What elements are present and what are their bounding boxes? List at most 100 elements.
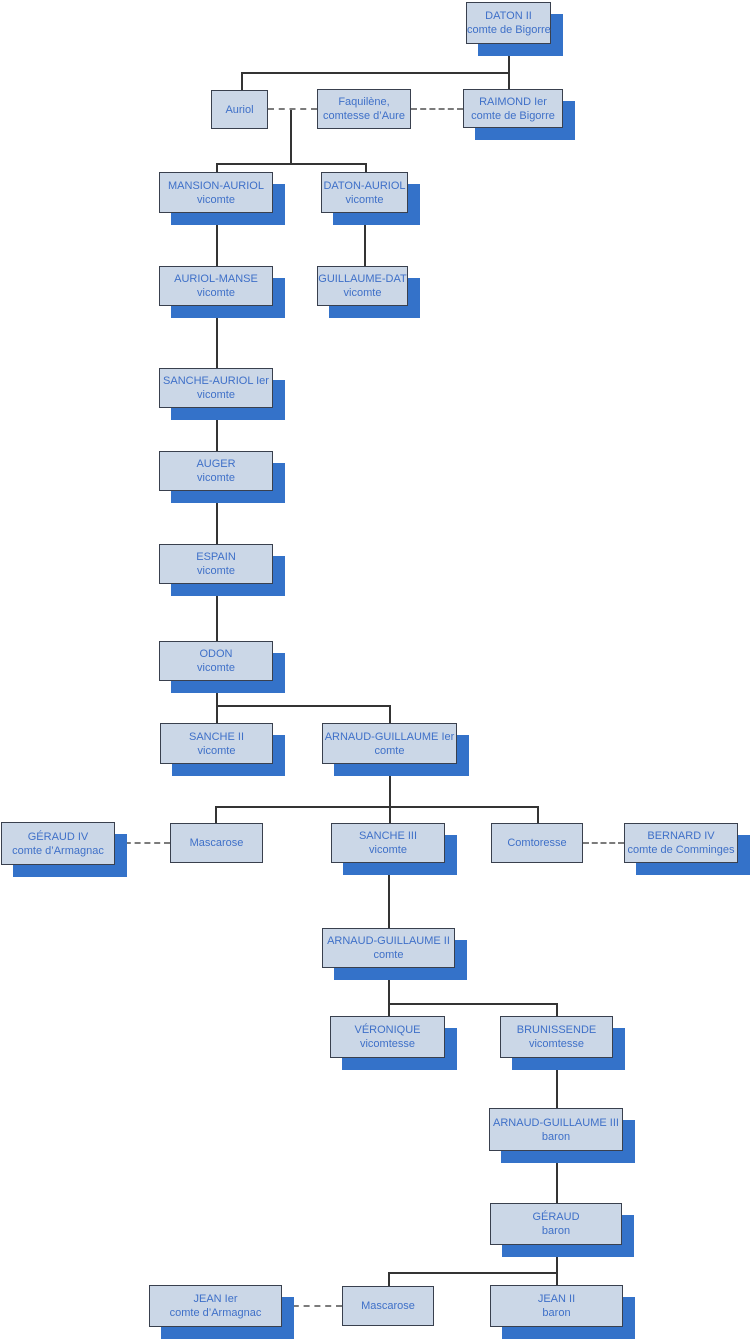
person-name: ARNAUD-GUILLAUME III [493, 1116, 619, 1129]
connector-line-vertical [290, 109, 292, 163]
person-name: Mascarose [361, 1300, 415, 1312]
person-name: SANCHE III [358, 830, 418, 842]
person-name: BRUNISSENDE [516, 1024, 597, 1036]
person-title: vicomte [369, 844, 407, 856]
connector-line-horizontal [215, 806, 537, 808]
tree-node-faquilene: Faquilène, comtesse d’Aure [317, 89, 411, 129]
connector-line-vertical [216, 163, 218, 172]
person-name: JEAN II [537, 1293, 576, 1305]
person-name: MANSION-AURIOL [168, 179, 264, 192]
person-name: ARNAUD-GUILLAUME II [327, 935, 450, 947]
tree-node-daton-ii: DATON II comte de Bigorre [466, 2, 551, 44]
person-name: ARNAUD-GUILLAUME Ier [324, 730, 455, 743]
tree-node-mascarose-2: Mascarose [342, 1286, 434, 1326]
person-name: GUILLAUME-DAT [318, 273, 407, 285]
person-name: Faquilène, [338, 96, 390, 108]
person-title: comte d’Armagnac [12, 844, 104, 857]
connector-line-vertical [216, 408, 218, 451]
person-title: comte de Bigorre [467, 24, 551, 36]
person-title: comte de Bigorre [471, 109, 555, 122]
person-title: vicomte [197, 389, 235, 401]
person-title: vicomte [197, 193, 235, 206]
connector-line-horizontal [388, 1272, 556, 1274]
person-name: Auriol [225, 103, 254, 116]
tree-node-veronique: VÉRONIQUE vicomtesse [330, 1016, 445, 1058]
tree-node-odon: ODON vicomte [159, 641, 273, 681]
tree-node-brunissende: BRUNISSENDE vicomtesse [500, 1016, 613, 1058]
connector-line-vertical [365, 163, 367, 172]
person-name: Comtoresse [507, 837, 567, 849]
person-name: Mascarose [189, 837, 244, 849]
person-title: vicomte [343, 287, 382, 299]
person-title: baron [541, 1130, 571, 1143]
connector-line-vertical [216, 491, 218, 544]
tree-node-espain: ESPAIN vicomte [159, 544, 273, 584]
tree-node-jean-ii: JEAN II baron [490, 1285, 623, 1327]
person-title: vicomtesse [359, 1038, 416, 1050]
person-name: RAIMOND Ier [479, 95, 547, 108]
person-name: GÉRAUD [532, 1211, 580, 1223]
tree-node-auriol: Auriol [211, 90, 268, 129]
marriage-dashed-line [411, 108, 463, 110]
connector-line-vertical [241, 72, 243, 90]
person-title: vicomte [197, 662, 235, 674]
person-title: comte [374, 744, 405, 757]
marriage-dashed-line [268, 108, 317, 110]
tree-node-arnaud-guillaume-ii: ARNAUD-GUILLAUME II comte [322, 928, 455, 968]
person-name: BERNARD IV [647, 830, 715, 842]
person-title: comte de Comminges [627, 844, 735, 856]
tree-node-mascarose-1: Mascarose [170, 823, 263, 863]
connector-line-vertical [216, 213, 218, 266]
connector-line-vertical [216, 681, 218, 723]
person-title: comtesse d’Aure [323, 110, 405, 122]
person-title: comte [373, 949, 404, 961]
connector-line-vertical [216, 584, 218, 641]
person-title: vicomte [197, 565, 235, 577]
tree-node-sanche-iii: SANCHE III vicomte [331, 823, 445, 863]
connector-line-horizontal [388, 1003, 556, 1005]
person-name: AURIOL-MANSE [174, 273, 258, 285]
person-title: vicomtesse [528, 1038, 585, 1050]
marriage-dashed-line [115, 842, 170, 844]
connector-line-vertical [556, 1151, 558, 1203]
person-title: vicomte [345, 193, 384, 206]
tree-node-geraud: GÉRAUD baron [490, 1203, 622, 1245]
connector-line-vertical [216, 306, 218, 368]
person-name: ODON [199, 648, 233, 660]
person-title: baron [541, 1225, 571, 1237]
connector-line-vertical [215, 806, 217, 823]
connector-line-vertical [364, 213, 366, 266]
connector-line-horizontal [241, 72, 508, 74]
connector-line-vertical [537, 806, 539, 823]
connector-line-vertical [508, 44, 510, 89]
person-name: DATON II [485, 10, 532, 22]
connector-line-vertical [388, 1272, 390, 1286]
tree-node-comtoresse: Comtoresse [491, 823, 583, 863]
person-name: JEAN Ier [193, 1293, 238, 1305]
person-name: VÉRONIQUE [354, 1024, 421, 1036]
person-title: vicomte [197, 287, 235, 299]
marriage-dashed-line [282, 1305, 342, 1307]
person-name: AUGER [196, 458, 236, 470]
person-name: ESPAIN [196, 551, 236, 563]
tree-node-bernard-iv: BERNARD IV comte de Comminges [624, 823, 738, 863]
connector-line-vertical [556, 1245, 558, 1285]
tree-node-auriol-manse: AURIOL-MANSE vicomte [159, 266, 273, 306]
connector-line-vertical [556, 1003, 558, 1016]
person-name: DATON-AURIOL [323, 179, 406, 192]
person-title: baron [542, 1307, 571, 1319]
connector-line-vertical [388, 863, 390, 928]
connector-line-vertical [556, 1058, 558, 1108]
connector-line-vertical [389, 764, 391, 823]
marriage-dashed-line [583, 842, 624, 844]
